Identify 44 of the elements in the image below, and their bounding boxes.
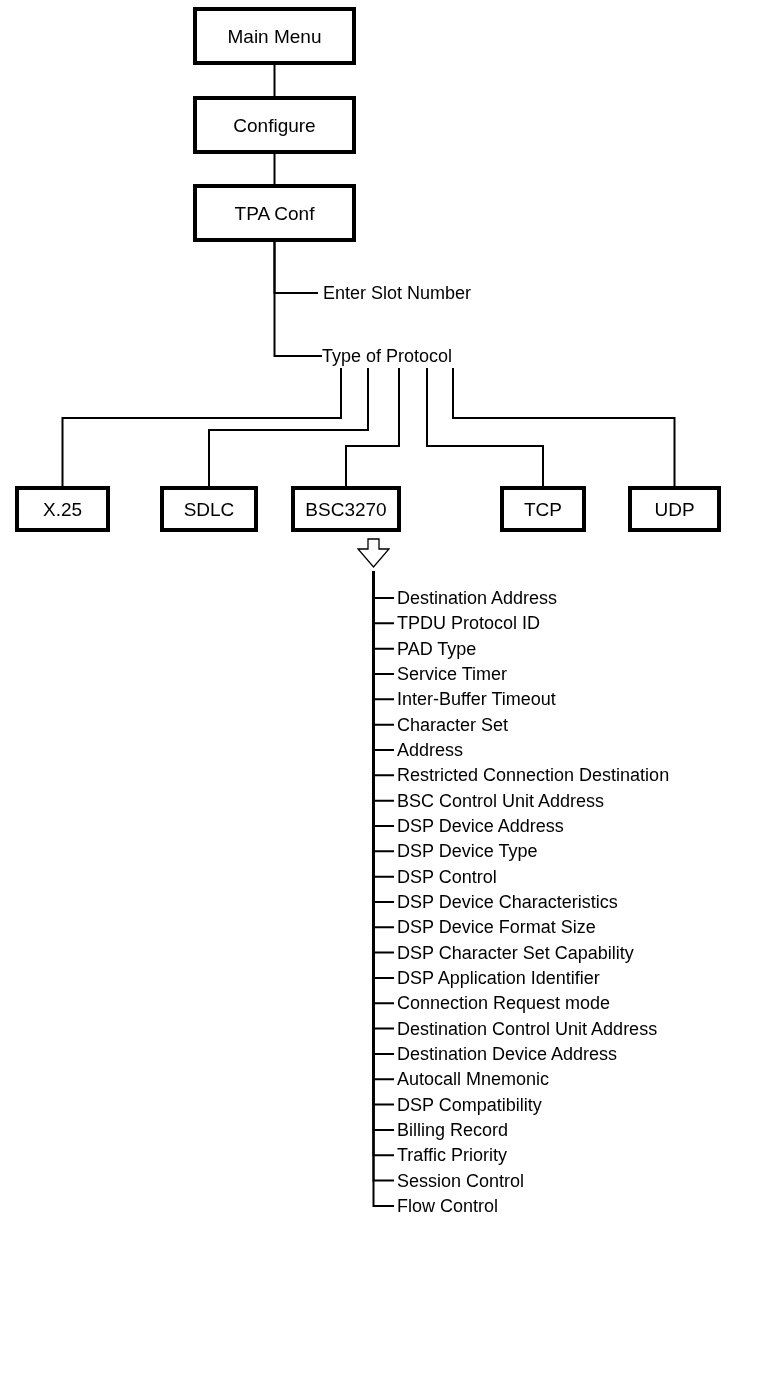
- parameter-label: DSP Application Identifier: [394, 965, 600, 990]
- parameter-label: Inter-Buffer Timeout: [394, 687, 556, 712]
- menu-box: Configure: [193, 96, 356, 154]
- parameter-label: Destination Control Unit Address: [394, 1016, 658, 1041]
- menu-box: Main Menu: [193, 7, 356, 65]
- parameter-label: DSP Device Format Size: [394, 915, 596, 940]
- hollow-down-arrow: [357, 538, 390, 568]
- menu-box: TPA Conf: [193, 184, 356, 242]
- parameter-label: PAD Type: [394, 636, 477, 661]
- parameter-label: Restricted Connection Destination: [394, 763, 670, 788]
- parameter-label: Destination Device Address: [394, 1041, 618, 1066]
- connector-line: [273, 64, 276, 97]
- menu-box: X.25: [15, 486, 110, 532]
- parameter-label: DSP Character Set Capability: [394, 940, 634, 965]
- menu-box: TCP: [500, 486, 586, 532]
- parameter-label: Service Timer: [394, 662, 508, 686]
- connector-line: [61, 367, 342, 487]
- parameter-label: Session Control: [394, 1168, 525, 1193]
- parameter-label: DSP Control: [394, 864, 497, 889]
- parameter-label: Connection Request mode: [394, 991, 611, 1016]
- parameter-label: Address: [394, 737, 464, 762]
- parameter-label: Traffic Priority: [394, 1143, 507, 1168]
- connector-line: [273, 241, 323, 357]
- parameter-label: DSP Compatibility: [394, 1092, 542, 1117]
- parameter-label: DSP Device Address: [394, 813, 564, 838]
- parameter-label: Flow Control: [394, 1193, 499, 1218]
- connector-line: [208, 367, 369, 487]
- connector-line: [273, 153, 276, 185]
- connector-line: [426, 367, 544, 487]
- parameter-label: BSC Control Unit Address: [394, 788, 605, 813]
- menu-box: UDP: [628, 486, 721, 532]
- parameter-label: Destination Address: [394, 586, 558, 610]
- parameter-label: DSP Device Type: [394, 839, 538, 864]
- parameter-label: Character Set: [394, 712, 509, 737]
- menu-item-label: Enter Slot Number: [318, 281, 472, 305]
- menu-box: BSC3270: [291, 486, 401, 532]
- parameter-label: TPDU Protocol ID: [394, 611, 541, 636]
- connector-line: [345, 367, 400, 487]
- connector-line: [452, 367, 676, 487]
- parameter-label: Billing Record: [394, 1117, 509, 1142]
- parameter-label: Autocall Mnemonic: [394, 1067, 550, 1092]
- menu-box: SDLC: [160, 486, 258, 532]
- menu-item-label: Type of Protocol: [322, 344, 453, 368]
- parameter-label: DSP Device Characteristics: [394, 889, 618, 914]
